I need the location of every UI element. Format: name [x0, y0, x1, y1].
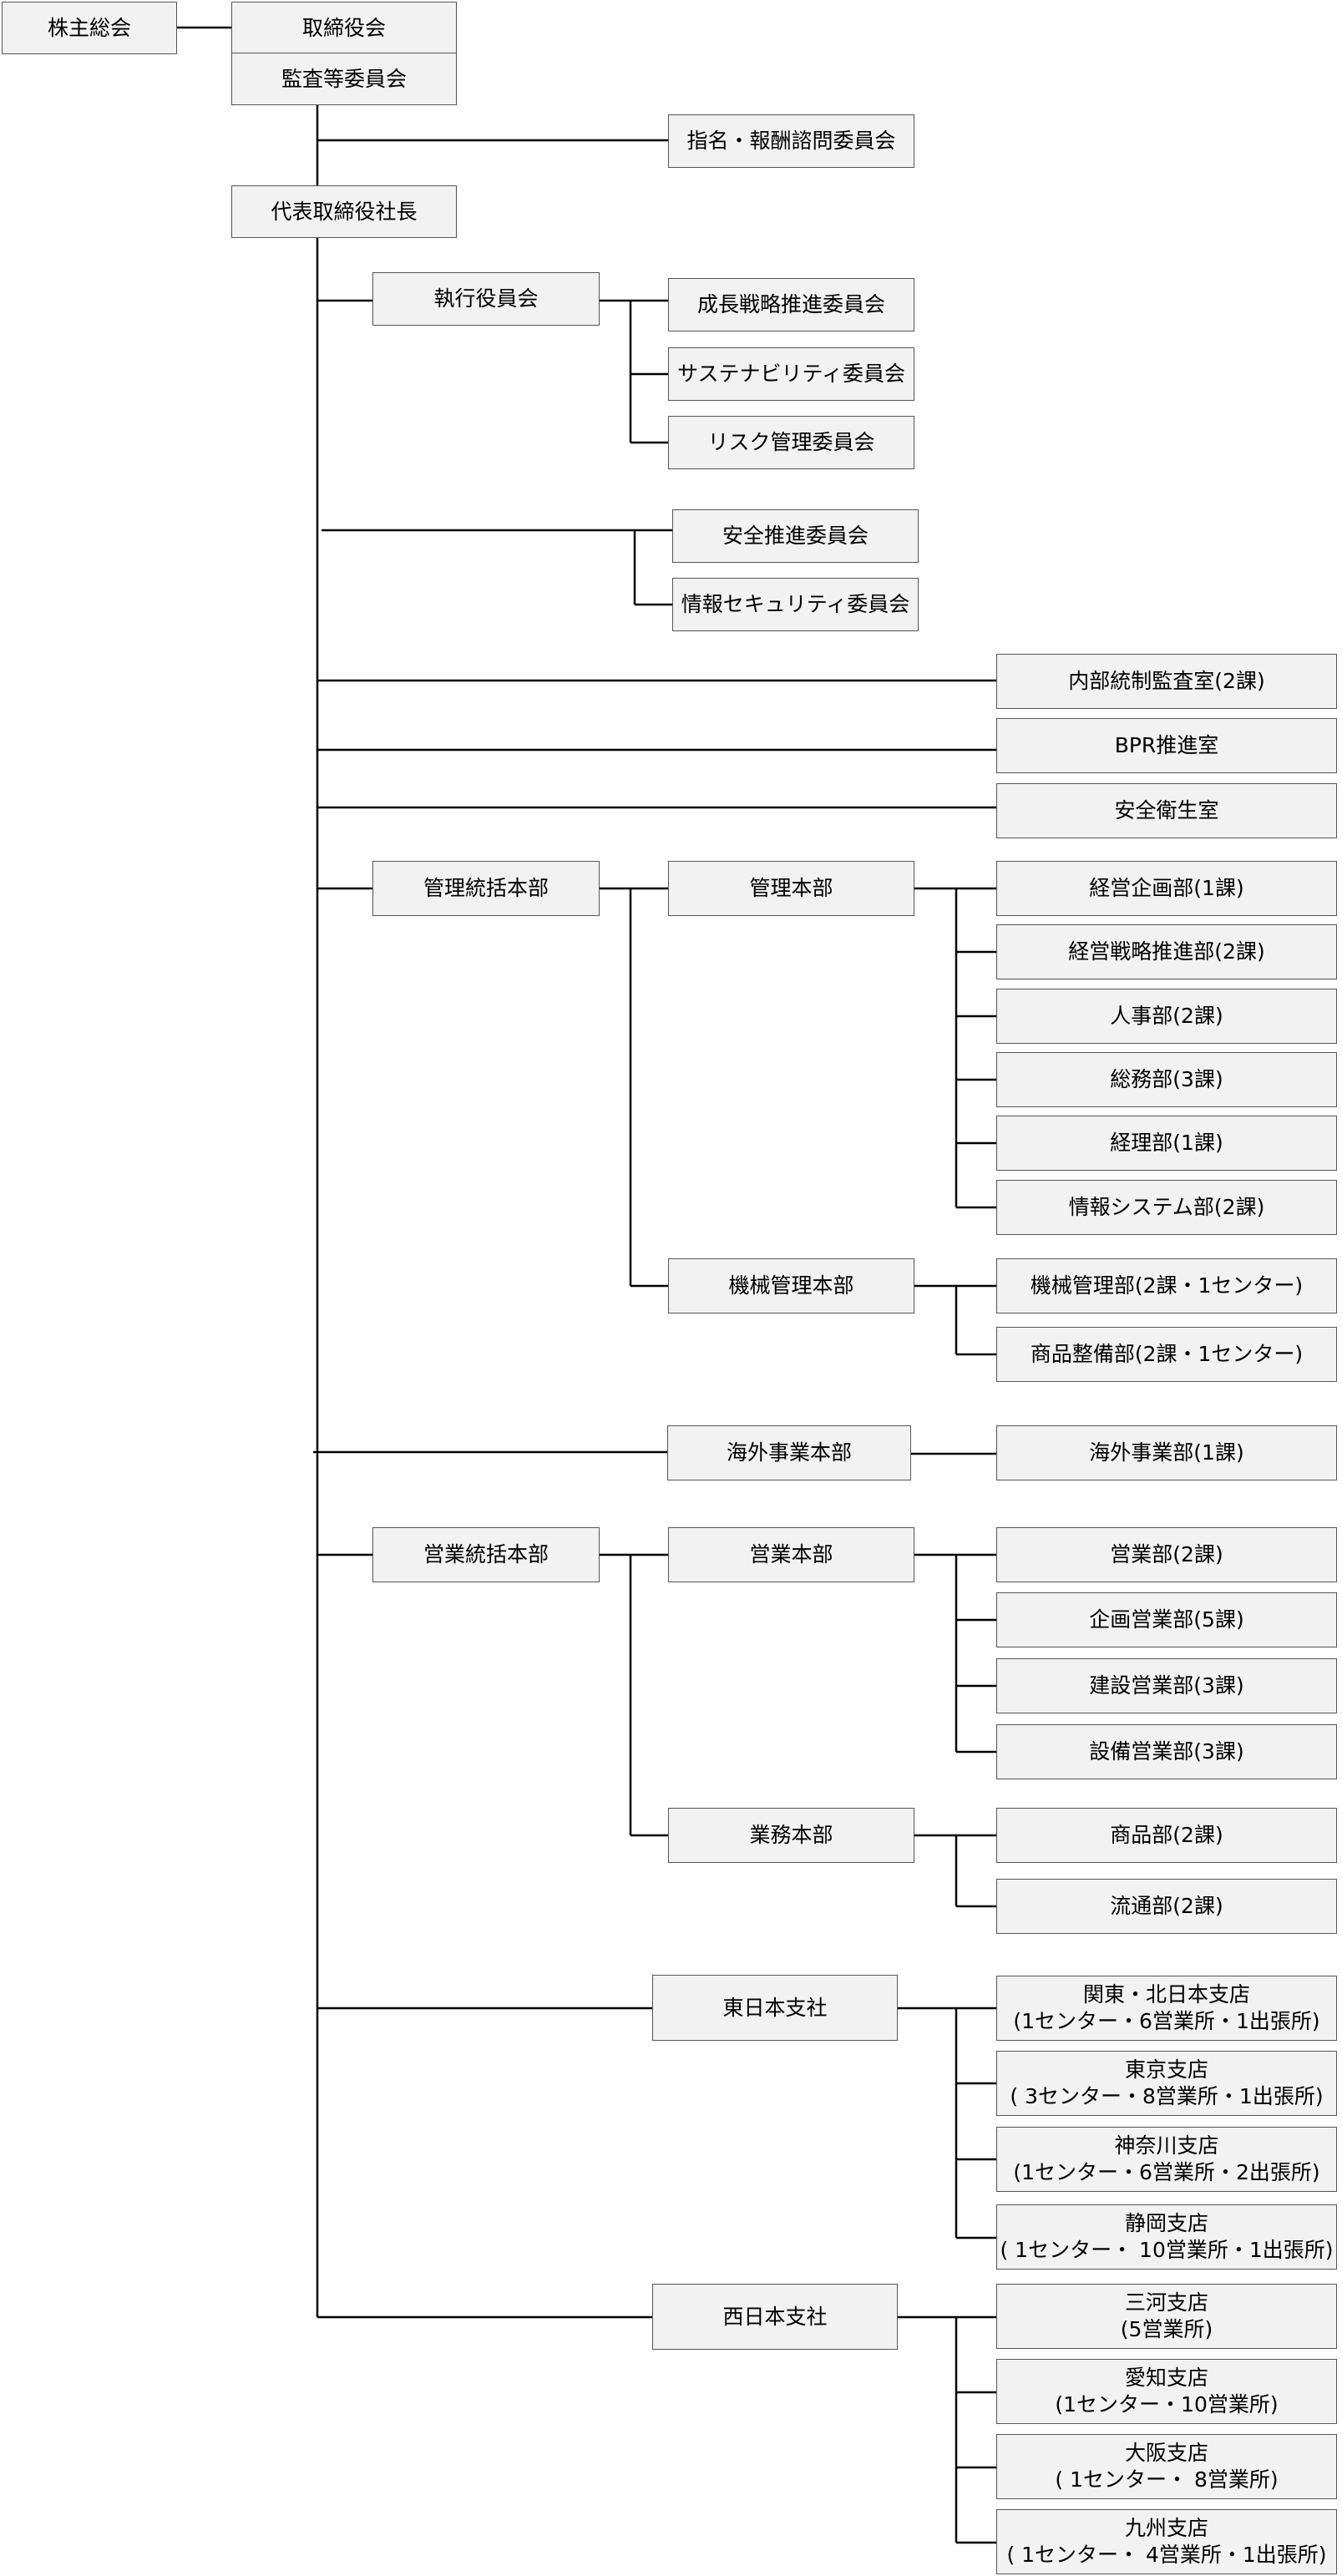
- node-sales-dept: 営業部(2課): [996, 1527, 1337, 1582]
- node-operations-division: 業務本部: [668, 1808, 914, 1863]
- node-executive-officers: 執行役員会: [372, 272, 600, 326]
- node-osaka-branch: 大阪支店 ( 1センター・ 8営業所): [996, 2434, 1337, 2499]
- node-mikawa-branch: 三河支店 (5営業所): [996, 2284, 1337, 2349]
- node-general-affairs: 総務部(3課): [996, 1052, 1337, 1107]
- node-equipment-sales: 設備営業部(3課): [996, 1724, 1337, 1779]
- node-overseas-division: 海外事業本部: [667, 1425, 911, 1480]
- node-growth-committee: 成長戦略推進委員会: [668, 278, 914, 331]
- node-safety-promotion-committee: 安全推進委員会: [672, 509, 919, 563]
- node-accounting: 経理部(1課): [996, 1116, 1337, 1171]
- node-products-dept: 商品部(2課): [996, 1808, 1337, 1863]
- node-health-safety: 安全衛生室: [996, 783, 1337, 838]
- node-corp-planning: 経営企画部(1課): [996, 861, 1337, 916]
- node-admin-hq: 管理統括本部: [372, 861, 600, 916]
- node-overseas-dept: 海外事業部(1課): [996, 1425, 1337, 1480]
- node-corp-strategy: 経営戦略推進部(2課): [996, 924, 1337, 979]
- node-construction-sales: 建設営業部(3課): [996, 1658, 1337, 1713]
- node-sales-division: 営業本部: [668, 1527, 914, 1582]
- node-east-branch-office: 東日本支社: [652, 1975, 898, 2041]
- node-west-branch-office: 西日本支社: [652, 2284, 898, 2350]
- node-hr: 人事部(2課): [996, 989, 1337, 1044]
- node-machine-division: 機械管理本部: [668, 1258, 914, 1313]
- node-distribution-dept: 流通部(2課): [996, 1879, 1337, 1934]
- node-board: 取締役会: [231, 2, 457, 54]
- node-shareholders: 株主総会: [2, 2, 177, 54]
- node-machine-dept: 機械管理部(2課・1センター): [996, 1258, 1337, 1313]
- node-sales-hq: 営業統括本部: [372, 1527, 600, 1582]
- node-bpr: BPR推進室: [996, 718, 1337, 773]
- node-kanto-branch: 関東・北日本支店 (1センター・6営業所・1出張所): [996, 1976, 1337, 2041]
- node-product-maintenance: 商品整備部(2課・1センター): [996, 1327, 1337, 1382]
- node-internal-audit: 内部統制監査室(2課): [996, 654, 1337, 709]
- node-shizuoka-branch: 静岡支店 ( 1センター・ 10営業所・1出張所): [996, 2204, 1337, 2270]
- node-admin-division: 管理本部: [668, 861, 914, 916]
- node-aichi-branch: 愛知支店 (1センター・10営業所): [996, 2359, 1337, 2424]
- node-nomination-committee: 指名・報酬諮問委員会: [668, 114, 914, 168]
- node-president: 代表取締役社長: [231, 185, 457, 238]
- node-audit-committee: 監査等委員会: [231, 53, 457, 105]
- node-info-systems: 情報システム部(2課): [996, 1180, 1337, 1235]
- node-risk-committee: リスク管理委員会: [668, 416, 914, 469]
- node-tokyo-branch: 東京支店 ( 3センター・8営業所・1出張所): [996, 2051, 1337, 2116]
- node-kanagawa-branch: 神奈川支店 (1センター・6営業所・2出張所): [996, 2127, 1337, 2192]
- node-planning-sales: 企画営業部(5課): [996, 1592, 1337, 1647]
- node-sustainability-committee: サステナビリティ委員会: [668, 347, 914, 401]
- node-infosec-committee: 情報セキュリティ委員会: [672, 578, 919, 631]
- node-kyushu-branch: 九州支店 ( 1センター・ 4営業所・1出張所): [996, 2509, 1337, 2574]
